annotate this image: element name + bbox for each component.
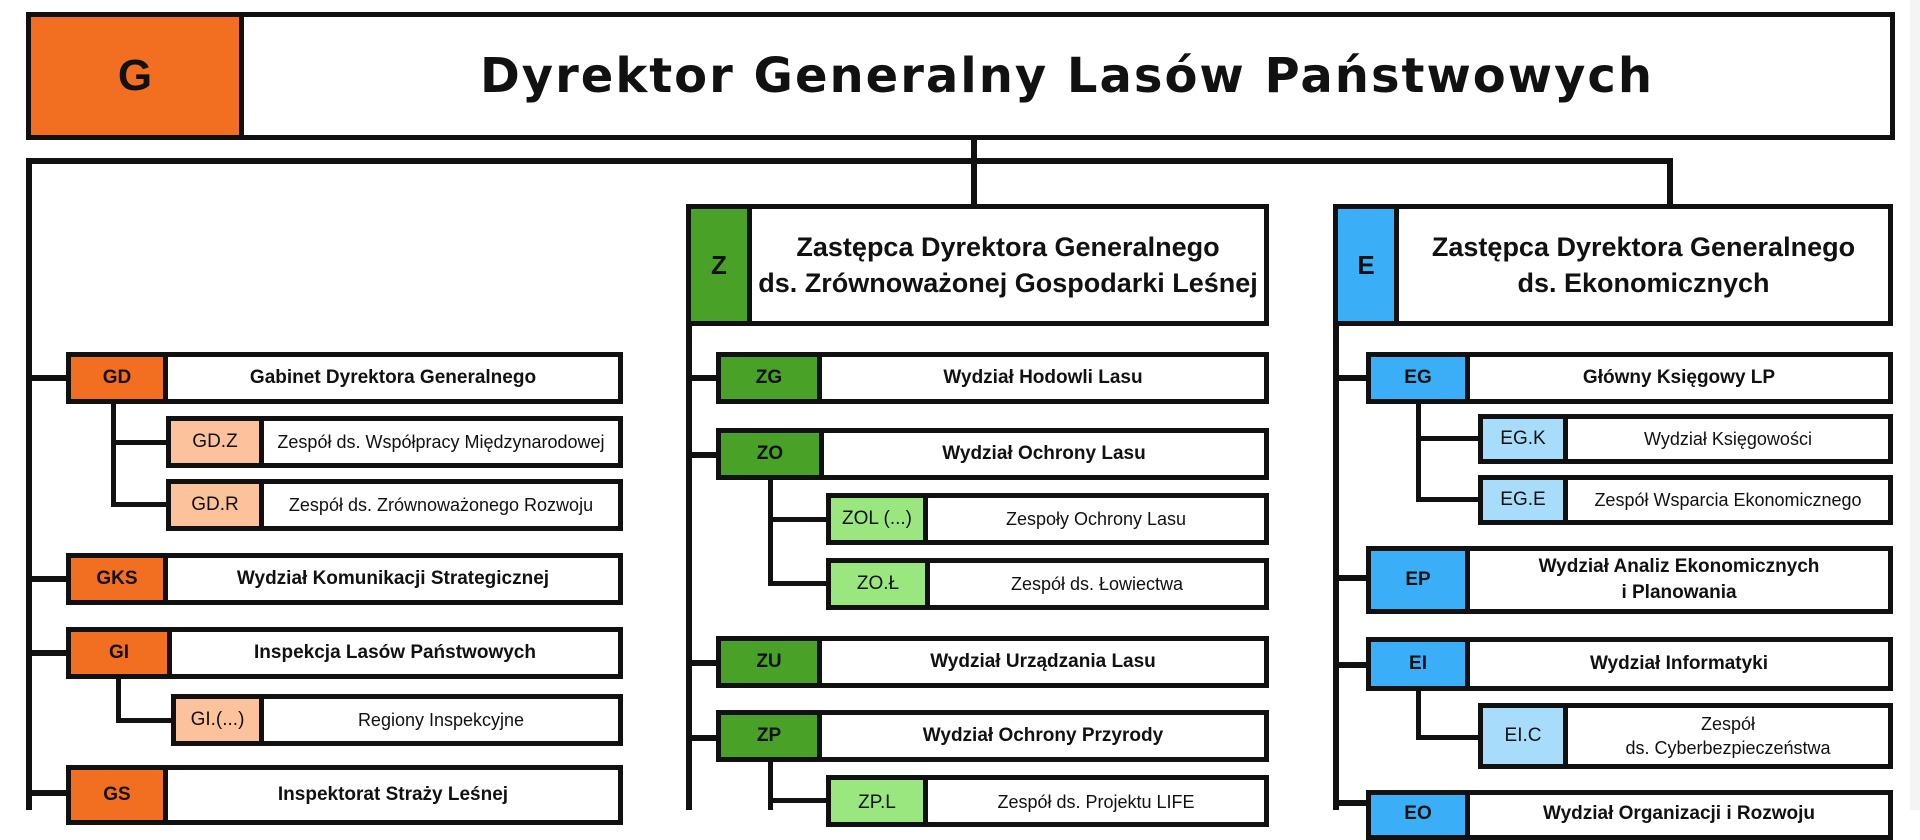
deputy-z-title-line1: Zastępca Dyrektora Generalnego	[796, 231, 1220, 262]
unit-code: GKS	[71, 558, 168, 600]
sub-unit-title: Zespół ds. Cyberbezpieczeństwa	[1568, 708, 1888, 764]
sub-unit-gd-z[interactable]: GD.Z Zespół ds. Współpracy Międzynarodow…	[166, 416, 623, 468]
unit-title: Wydział Ochrony Lasu	[942, 443, 1146, 465]
unit-gs[interactable]: GS Inspektorat Straży Leśnej	[66, 765, 623, 825]
unit-title: Gabinet Dyrektora Generalnego	[249, 367, 537, 389]
sub-unit-title: Zespół ds. Zrównoważonego Rozwoju	[288, 494, 594, 515]
unit-title: Główny Księgowy LP	[1582, 367, 1776, 389]
sub-unit-gi-regions[interactable]: GI.(...) Regiony Inspekcyjne	[171, 694, 623, 746]
unit-gi[interactable]: GI Inspekcja Lasów Państwowych	[66, 627, 623, 679]
sub-unit-code: GD.R	[171, 484, 264, 526]
sub-unit-gd-r[interactable]: GD.R Zespół ds. Zrównoważonego Rozwoju	[166, 479, 623, 531]
sub-unit-code: EI.C	[1483, 708, 1568, 764]
director-general-code: G	[31, 17, 244, 135]
sub-unit-code: GD.Z	[171, 421, 264, 463]
sub-unit-code: ZOL (...)	[831, 498, 928, 540]
unit-code: ZO	[721, 433, 824, 475]
sub-unit-title-line2: ds. Cyberbezpieczeństwa	[1625, 738, 1831, 758]
deputy-z-code: Z	[691, 209, 752, 321]
sub-unit-title: Zespoły Ochrony Lasu	[1005, 508, 1187, 529]
sub-unit-title: Regiony Inspekcyjne	[357, 709, 525, 730]
deputy-e-box[interactable]: E Zastępca Dyrektora Generalnego ds. Eko…	[1333, 204, 1893, 326]
deputy-e-title-line1: Zastępca Dyrektora Generalnego	[1431, 231, 1856, 262]
unit-eo[interactable]: EO Wydział Organizacji i Rozwoju	[1366, 790, 1893, 840]
sub-unit-title: Zespół ds. Łowiectwa	[1010, 573, 1184, 594]
sub-unit-title-line1: Zespół	[1700, 713, 1756, 734]
unit-title: Wydział Informatyki	[1589, 653, 1769, 675]
sub-unit-title: Wydział Księgowości	[1644, 428, 1812, 449]
unit-ep[interactable]: EP Wydział Analiz Ekonomicznych i Planow…	[1366, 546, 1893, 614]
unit-ei[interactable]: EI Wydział Informatyki	[1366, 637, 1893, 691]
deputy-z-box[interactable]: Z Zastępca Dyrektora Generalnego ds. Zró…	[686, 204, 1269, 326]
unit-code: EI	[1371, 642, 1470, 686]
sub-unit-zp-l[interactable]: ZP.L Zespół ds. Projektu LIFE	[826, 775, 1269, 827]
sub-unit-code: EG.E	[1483, 480, 1568, 520]
deputy-z-title-line2: ds. Zrównoważonej Gospodarki Leśnej	[758, 268, 1258, 298]
unit-code: ZU	[721, 641, 822, 683]
sub-unit-title: Zespół Wsparcia Ekonomicznego	[1594, 489, 1862, 510]
deputy-z-title: Zastępca Dyrektora Generalnego ds. Zrówn…	[752, 209, 1264, 321]
unit-code: GD	[71, 357, 168, 399]
sub-unit-title: Zespół ds. Współpracy Międzynarodowej	[277, 431, 605, 452]
sub-unit-zo-l[interactable]: ZO.Ł Zespół ds. Łowiectwa	[826, 558, 1269, 610]
sub-unit-code: ZO.Ł	[831, 563, 930, 605]
unit-title: Inspekcja Lasów Państwowych	[254, 642, 536, 664]
unit-title: Wydział Hodowli Lasu	[943, 367, 1143, 389]
deputy-e-title: Zastępca Dyrektora Generalnego ds. Ekono…	[1399, 209, 1888, 321]
deputy-e-code: E	[1338, 209, 1399, 321]
unit-title-line1: Wydział Analiz Ekonomicznych	[1538, 556, 1820, 578]
unit-code: EP	[1371, 551, 1470, 609]
unit-zg[interactable]: ZG Wydział Hodowli Lasu	[716, 352, 1269, 404]
unit-code: EO	[1371, 795, 1470, 835]
sub-unit-ei-c[interactable]: EI.C Zespół ds. Cyberbezpieczeństwa	[1478, 703, 1893, 769]
sub-unit-title: Zespół ds. Projektu LIFE	[997, 792, 1195, 812]
unit-code: GS	[71, 770, 168, 820]
unit-zu[interactable]: ZU Wydział Urządzania Lasu	[716, 636, 1269, 688]
unit-title: Wydział Urządzania Lasu	[930, 651, 1156, 673]
unit-code: EG	[1371, 357, 1470, 399]
sub-unit-code: ZP.L	[831, 780, 928, 822]
unit-title: Wydział Organizacji i Rozwoju	[1542, 803, 1816, 824]
unit-title: Inspektorat Straży Leśnej	[277, 784, 509, 805]
unit-zp[interactable]: ZP Wydział Ochrony Przyrody	[716, 710, 1269, 762]
deputy-e-title-line2: ds. Ekonomicznych	[1517, 268, 1770, 298]
unit-gks[interactable]: GKS Wydział Komunikacji Strategicznej	[66, 553, 623, 605]
sub-unit-zol[interactable]: ZOL (...) Zespoły Ochrony Lasu	[826, 493, 1269, 545]
director-general-title: Dyrektor Generalny Lasów Państwowych	[479, 47, 1655, 104]
sub-unit-code: GI.(...)	[176, 699, 264, 741]
unit-gd[interactable]: GD Gabinet Dyrektora Generalnego	[66, 352, 623, 404]
unit-title: Wydział Ochrony Przyrody	[922, 725, 1164, 747]
unit-title: Wydział Komunikacji Strategicznej	[236, 568, 550, 590]
unit-eg[interactable]: EG Główny Księgowy LP	[1366, 352, 1893, 404]
unit-zo[interactable]: ZO Wydział Ochrony Lasu	[716, 428, 1269, 480]
unit-title-line2: i Planowania	[1621, 582, 1737, 603]
sub-unit-eg-e[interactable]: EG.E Zespół Wsparcia Ekonomicznego	[1478, 475, 1893, 525]
unit-code: ZP	[721, 715, 822, 757]
page-edge	[1910, 0, 1920, 810]
sub-unit-code: EG.K	[1483, 419, 1568, 459]
director-general-box[interactable]: G Dyrektor Generalny Lasów Państwowych	[26, 12, 1895, 140]
sub-unit-eg-k[interactable]: EG.K Wydział Księgowości	[1478, 414, 1893, 464]
unit-code: GI	[71, 632, 172, 674]
unit-title: Wydział Analiz Ekonomicznych i Planowani…	[1470, 551, 1888, 609]
unit-code: ZG	[721, 357, 822, 399]
